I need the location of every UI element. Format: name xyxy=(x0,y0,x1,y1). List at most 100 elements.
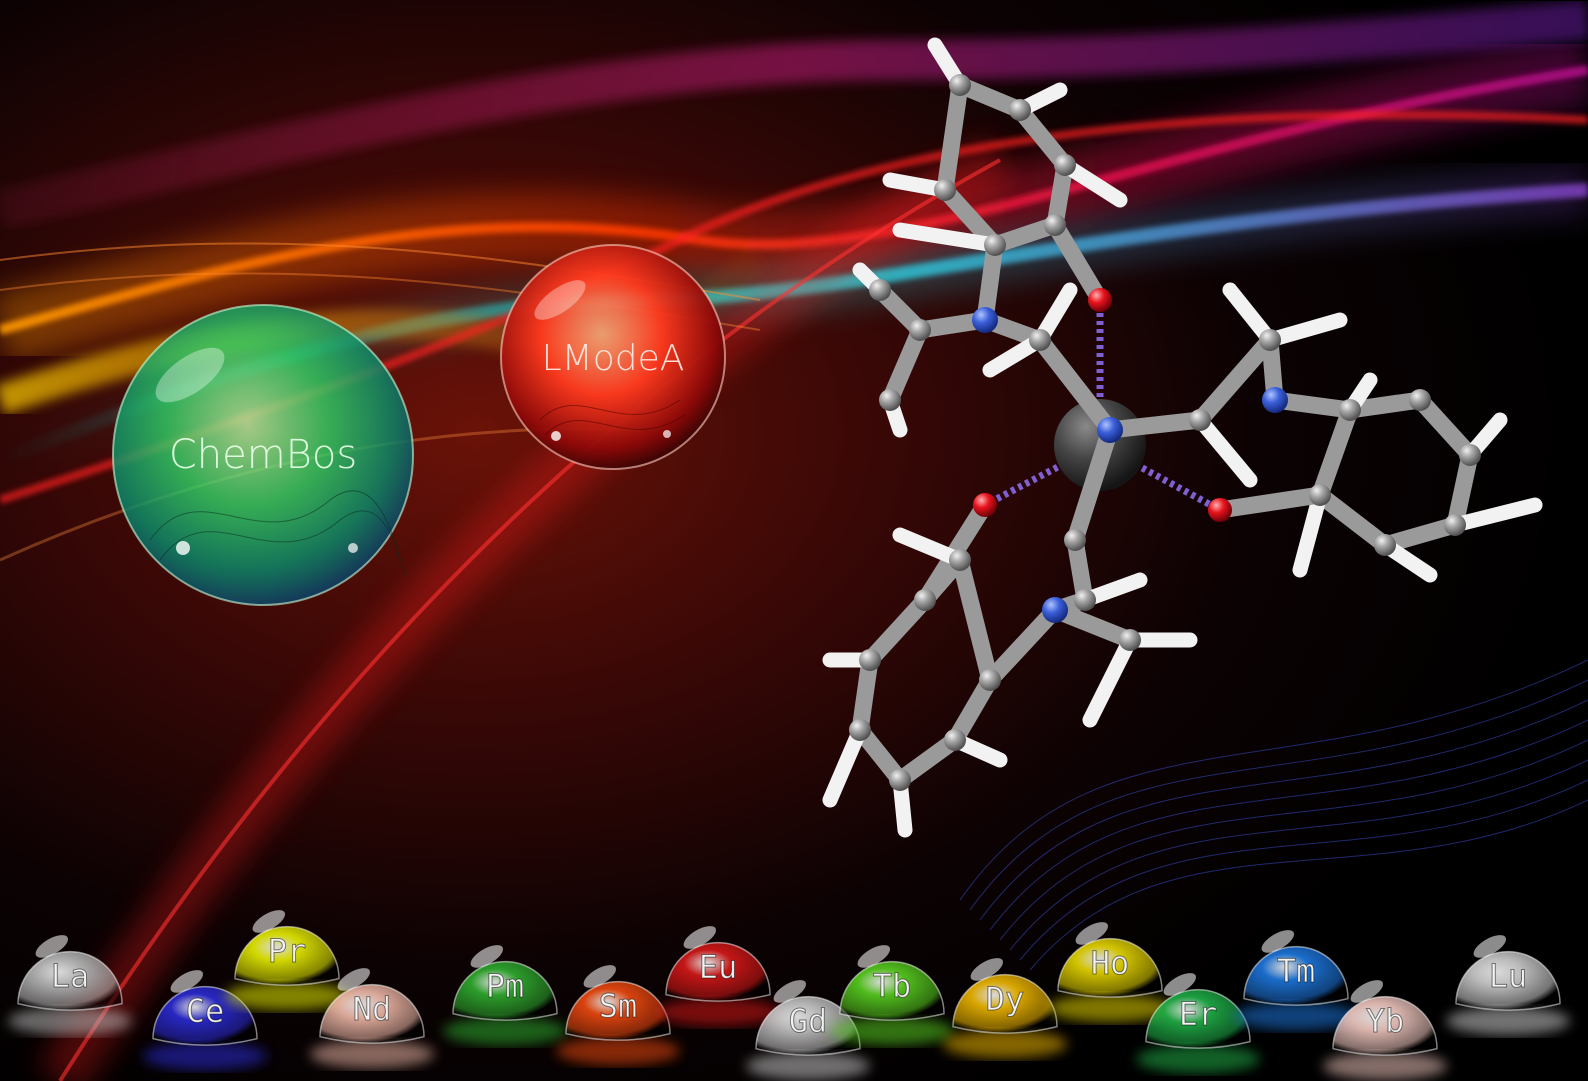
sphere-glow xyxy=(1234,1002,1358,1030)
ch-bond xyxy=(1447,497,1543,533)
sphere-glow xyxy=(1136,1045,1260,1073)
ch-bond xyxy=(1192,412,1258,488)
bond xyxy=(1311,486,1394,554)
carbon-atom xyxy=(859,649,881,671)
carbon-atom xyxy=(1119,629,1141,651)
carbon-atom xyxy=(849,719,871,741)
carbon-atom xyxy=(1259,329,1281,351)
nitrogen-atom xyxy=(1042,597,1068,623)
element-sphere-la: La xyxy=(8,935,132,1035)
sphere-glow xyxy=(8,1007,132,1035)
bond xyxy=(951,551,999,689)
sphere-highlight xyxy=(683,926,717,949)
wave-lines xyxy=(959,659,1588,971)
bond xyxy=(936,76,969,199)
sphere-highlight xyxy=(970,958,1004,981)
lmodea-label: LModeA xyxy=(542,338,685,379)
carbon-atom xyxy=(984,234,1006,256)
element-sphere-pr: Pr xyxy=(225,910,349,1010)
ch-bond xyxy=(1262,312,1348,348)
carbon-atom xyxy=(979,669,1001,691)
oxygen-atom xyxy=(1088,288,1112,312)
chembos-label: ChemBos xyxy=(169,432,357,478)
sphere-dome xyxy=(565,980,671,1041)
carbon-atom xyxy=(1459,444,1481,466)
sphere-glow xyxy=(556,1037,680,1065)
sphere-highlight xyxy=(470,945,504,968)
element-sphere-ho: Ho xyxy=(1048,922,1172,1022)
sphere-dome xyxy=(1455,950,1561,1011)
carbon-atom xyxy=(879,389,901,411)
ch-bond xyxy=(892,222,1003,253)
bond xyxy=(1066,421,1119,549)
sphere-highlight xyxy=(1261,930,1295,953)
molecule-model xyxy=(822,37,1543,838)
ch-bond xyxy=(822,722,868,808)
element-symbol: Tm xyxy=(1277,952,1316,990)
sphere-glow xyxy=(943,1030,1067,1058)
sphere-glow xyxy=(443,1017,567,1045)
element-symbol: Yb xyxy=(1366,1002,1405,1040)
element-symbol: Pr xyxy=(268,932,307,970)
carbon-atom xyxy=(949,549,971,571)
sphere-glow xyxy=(1446,1007,1570,1035)
element-symbol: Dy xyxy=(986,980,1025,1018)
carbon-atom xyxy=(1309,484,1331,506)
sphere-glow xyxy=(1048,994,1172,1022)
bond xyxy=(1101,411,1209,439)
sphere-highlight xyxy=(857,945,891,968)
sphere-glow xyxy=(1323,1052,1447,1080)
carbon-atom xyxy=(934,179,956,201)
carbon-atom xyxy=(1029,329,1051,351)
element-sphere-nd: Nd xyxy=(310,968,434,1068)
bond xyxy=(1311,401,1359,504)
element-symbol: Tb xyxy=(873,967,912,1005)
sphere-dome xyxy=(234,925,340,986)
sphere-glow xyxy=(143,1042,267,1070)
element-sphere-sm: Sm xyxy=(556,965,680,1065)
carbon-atom xyxy=(1009,99,1031,121)
bond xyxy=(1341,391,1429,419)
element-symbol: Sm xyxy=(599,987,638,1025)
coordination-bond xyxy=(983,441,1102,509)
element-symbol: Eu xyxy=(699,948,738,986)
element-symbol: Gd xyxy=(789,1002,828,1040)
carbon-atom xyxy=(909,319,931,341)
nitrogen-atom xyxy=(1262,387,1288,413)
bond xyxy=(1211,486,1329,519)
sphere-highlight xyxy=(583,965,617,988)
element-sphere-tb: Tb xyxy=(830,945,954,1045)
lmodea-bubble: LModeA xyxy=(500,244,726,470)
bond xyxy=(981,601,1064,689)
sphere-highlight xyxy=(1473,935,1507,958)
sphere-glow xyxy=(225,982,349,1010)
carbon-atom xyxy=(944,729,966,751)
sphere-dome xyxy=(839,960,945,1021)
sphere-highlight xyxy=(1350,980,1384,1003)
element-sphere-eu: Eu xyxy=(656,926,780,1026)
bond xyxy=(881,321,929,409)
coordination-bond xyxy=(1098,441,1222,514)
bond xyxy=(1411,391,1479,464)
carbon-atom xyxy=(889,769,911,791)
sphere-dome xyxy=(1332,995,1438,1056)
oxygen-atom xyxy=(973,493,997,517)
bond xyxy=(946,671,999,749)
element-sphere-dy: Dy xyxy=(943,958,1067,1058)
bond xyxy=(1031,331,1119,439)
bond xyxy=(851,651,879,739)
carbon-atom xyxy=(914,589,936,611)
sphere-highlight xyxy=(252,910,286,933)
sphere-dome xyxy=(1057,937,1163,998)
sphere-dome xyxy=(665,941,771,1002)
carbon-atom xyxy=(869,279,891,301)
element-symbol: Er xyxy=(1179,995,1218,1033)
carbon-atom xyxy=(1064,529,1086,551)
bond xyxy=(1011,101,1074,174)
sphere-dome xyxy=(319,983,425,1044)
carbon-atom xyxy=(1044,214,1066,236)
